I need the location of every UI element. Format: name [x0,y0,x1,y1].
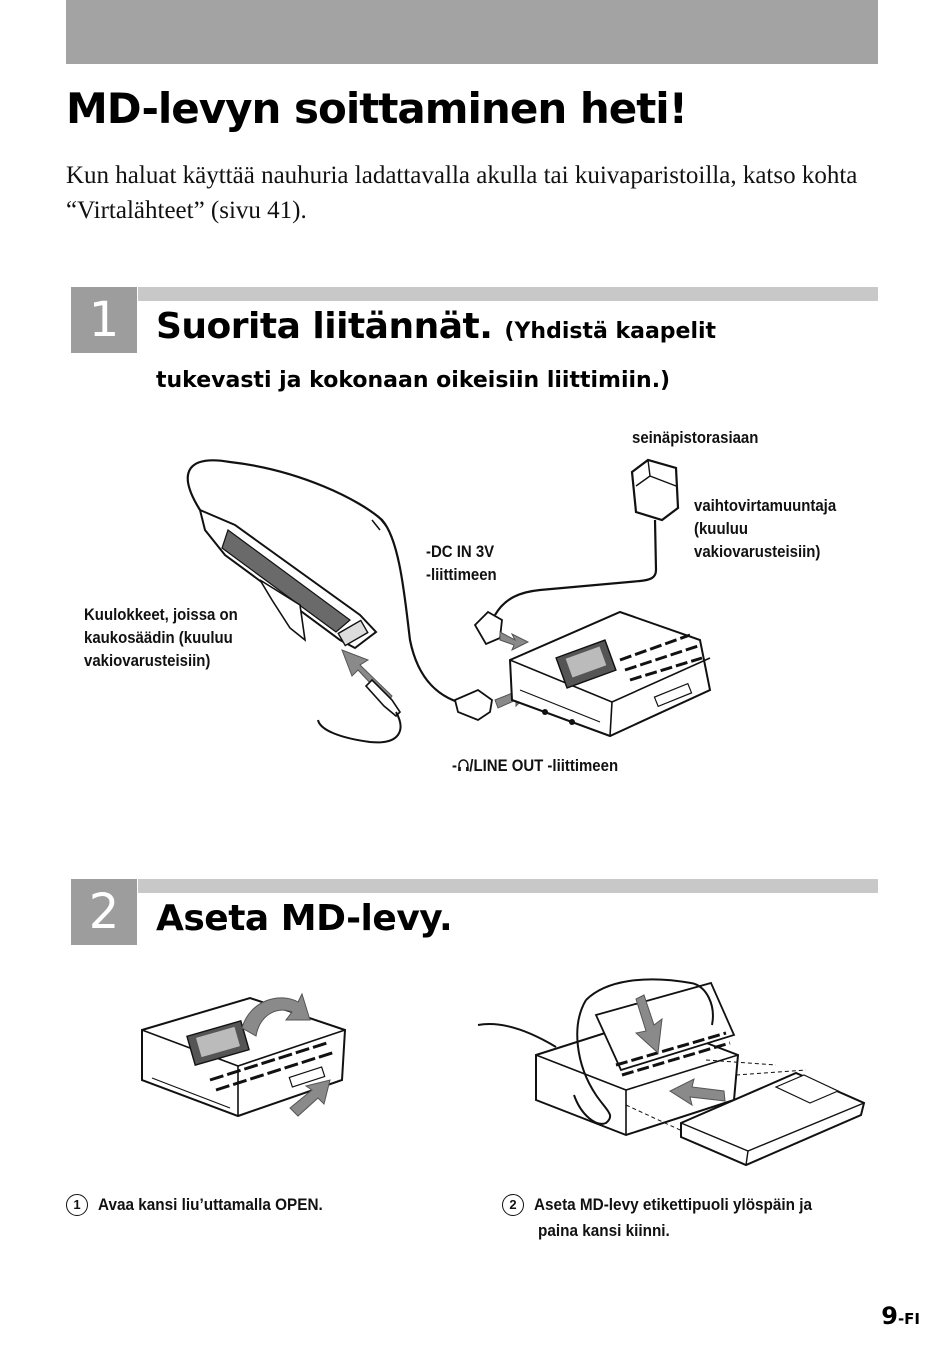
label-ac-adaptor-l3: vakiovarusteisiin) [694,542,821,561]
recorder-illustration [508,610,712,738]
page-number-suffix: -FI [897,1310,920,1328]
instruction-2: 2 Aseta MD-levy etikettipuoli ylöspäin ja… [502,1192,843,1244]
headphone-icon [457,759,469,771]
step1-subtitle-2: tukevasti ja kokonaan oikeisiin liittimi… [156,368,671,393]
label-line-out: -/LINE OUT -liittimeen [452,754,618,777]
step1-subtitle-1: (Yhdistä kaapelit [504,319,717,344]
page-number: 9-FI [881,1302,920,1330]
insert-disc-illustration [477,978,866,1167]
connection-illustration [186,458,712,744]
instruction-1-number: 1 [66,1194,88,1216]
label-ac-adaptor: vaihtovirtamuuntaja (kuuluu vakiovaruste… [694,494,836,563]
minidisc-illustration [680,1071,866,1167]
label-wall-outlet: seinäpistorasiaan [632,428,759,447]
arrow-icon [668,1078,726,1107]
instruction-1-text: Avaa kansi liu’uttamalla OPEN. [98,1195,323,1214]
arrow-icon [634,994,663,1055]
step2-number: 2 [71,879,137,945]
step2-title: Aseta MD-levy. [156,898,453,939]
label-dc-in: -DC IN 3V -liittimeen [426,540,497,586]
page-title: MD-levyn soittaminen heti! [66,84,688,133]
line-out-text: /LINE OUT -liittimeen [469,756,619,775]
label-dc-in-l2: -liittimeen [426,565,497,584]
instruction-2-number: 2 [502,1194,524,1216]
remote-control-illustration [198,508,378,650]
label-ac-adaptor-l1: vaihtovirtamuuntaja [694,496,837,515]
instruction-2-text-l1: Aseta MD-levy etikettipuoli ylöspäin ja [534,1195,813,1214]
recorder-illustration [535,981,740,1137]
step1-number: 1 [71,287,137,353]
recorder-illustration [141,996,347,1118]
instruction-1: 1 Avaa kansi liu’uttamalla OPEN. [66,1192,348,1218]
step1-bar [138,287,878,301]
label-headphones-l3: vakiovarusteisiin) [84,651,211,670]
step1-title-main: Suorita liitännät. [156,306,493,347]
page-number-value: 9 [881,1302,898,1330]
label-headphones-l1: Kuulokkeet, joissa on [84,605,238,624]
header-bar [66,0,878,64]
label-dc-in-l1: -DC IN 3V [426,542,495,561]
arrow-icon [289,1079,331,1117]
ac-adaptor-illustration [494,458,680,616]
line-out-prefix: - [452,756,457,775]
label-ac-adaptor-l2: (kuuluu [694,519,749,538]
arrow-icon [241,992,311,1037]
intro-text: Kun haluat käyttää nauhuria ladattavalla… [66,162,858,224]
label-headphones-l2: kaukosäädin (kuuluu [84,628,233,647]
step1-title: Suorita liitännät. (Yhdistä kaapelit [156,306,716,347]
label-headphones: Kuulokkeet, joissa on kaukosäädin (kuulu… [84,603,238,672]
open-lid-illustration [141,992,347,1118]
instruction-2-text-l2: paina kansi kiinni. [538,1221,670,1240]
step2-bar [138,879,878,893]
